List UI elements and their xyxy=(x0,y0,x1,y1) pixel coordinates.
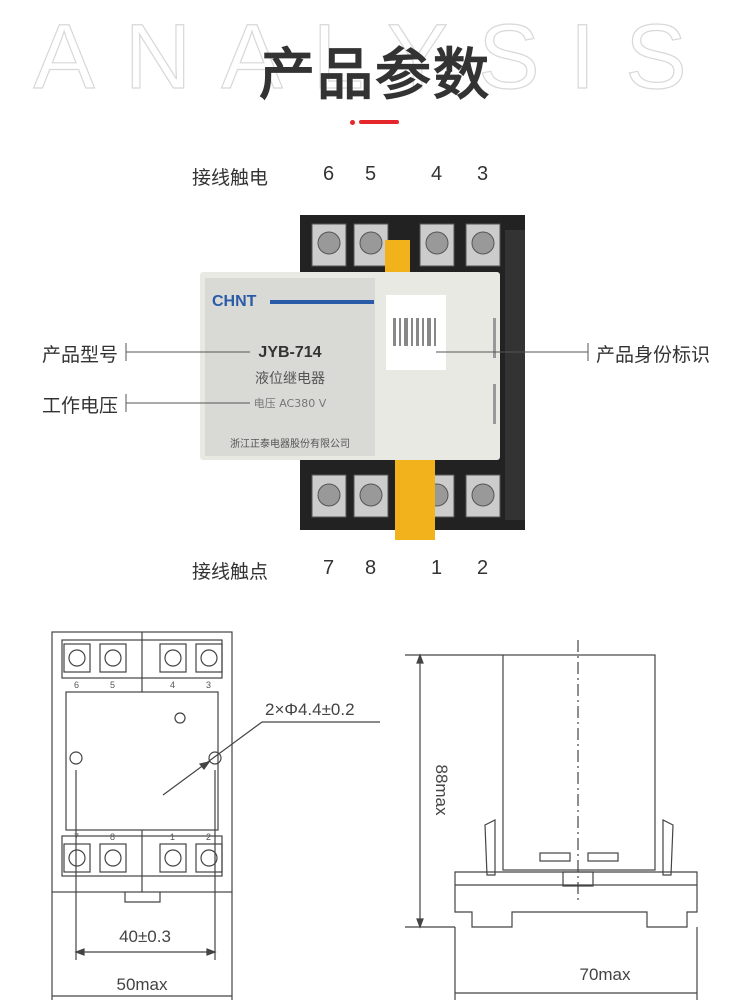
callout-voltage-label: 工作电压 xyxy=(42,395,119,417)
drawing-terminal-number: 3 xyxy=(206,680,211,690)
relay-photo: CHNT JYB-714 液位继电器 电压 AC380 V 浙江正泰电器股份有限… xyxy=(125,215,589,540)
dimension-drawing: 6 5 4 3 7 8 1 2 2×Φ4.4±0.2 40±0.3 50max … xyxy=(51,631,698,1000)
hole-dimension: 2×Φ4.4±0.2 xyxy=(265,700,355,719)
terminal-number: 8 xyxy=(365,557,377,579)
background-word: ANALYSIS xyxy=(33,5,717,108)
accent-dot xyxy=(350,120,355,125)
callout-model-label: 产品型号 xyxy=(42,344,119,366)
front-top-terminals xyxy=(63,643,223,673)
accent-bar xyxy=(359,120,399,124)
page-title: 产品参数 xyxy=(259,43,491,108)
drawing-terminal-number: 5 xyxy=(110,680,115,690)
device-voltage: 电压 AC380 V xyxy=(254,397,327,410)
device-maker: 浙江正泰电器股份有限公司 xyxy=(230,437,350,450)
callout-identity-label: 产品身份标识 xyxy=(596,344,711,366)
front-view xyxy=(51,631,380,1000)
drawing-terminal-number: 4 xyxy=(170,680,175,690)
relay-front-face xyxy=(205,278,375,456)
drawing-terminal-number: 2 xyxy=(206,832,211,842)
terminal-number: 1 xyxy=(431,557,443,579)
terminal-number: 6 xyxy=(323,163,335,185)
top-screw-terminals xyxy=(311,223,501,267)
device-model: JYB-714 xyxy=(258,344,321,361)
bottom-terminals-label: 接线触点 xyxy=(192,561,269,583)
terminal-number: 2 xyxy=(477,557,489,579)
hole-spacing-dimension: 40±0.3 xyxy=(119,927,171,946)
terminal-number: 3 xyxy=(477,163,489,185)
drawing-terminal-number: 6 xyxy=(74,680,79,690)
drawing-terminal-number: 8 xyxy=(110,832,115,842)
drawing-terminal-number: 1 xyxy=(170,832,175,842)
drawing-terminal-number: 7 xyxy=(74,832,79,842)
front-bottom-terminals xyxy=(63,843,223,873)
device-name: 液位继电器 xyxy=(255,371,325,387)
height-dimension: 88max xyxy=(432,764,451,816)
width-dimension: 50max xyxy=(116,975,168,994)
terminal-number: 5 xyxy=(365,163,377,185)
top-terminals-label: 接线触电 xyxy=(192,167,269,189)
terminal-number: 7 xyxy=(323,557,335,579)
terminal-number: 4 xyxy=(431,163,443,185)
depth-dimension: 70max xyxy=(579,965,631,984)
side-view xyxy=(405,640,698,1000)
brand-logo: CHNT xyxy=(212,293,257,310)
